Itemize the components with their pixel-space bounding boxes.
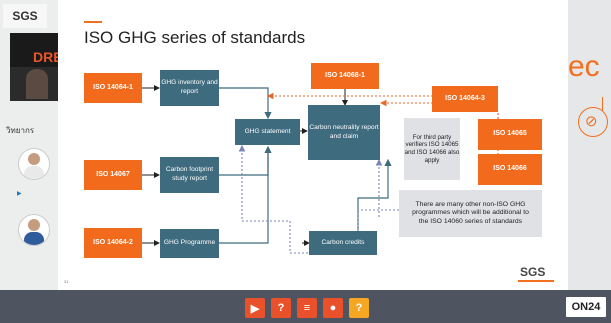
title-accent-line [84,21,102,23]
slide-title: ISO GHG series of standards [84,28,306,47]
iso-14064-2-box: ISO 14064-2 [84,228,142,258]
ghg-statement-box: GHG statement [235,119,300,145]
play-arrow-icon: ▶ [17,191,22,197]
media-player-icon[interactable]: ▶ [245,298,265,318]
carbon-footprint-box: Carbon footprint study report [160,157,219,193]
video-person [26,69,48,99]
sgs-logo: SGS [3,4,47,28]
third-party-note-box: For third party verifiers ISO 14065 and … [404,118,460,180]
ghg-programme-box: GHG Programme [160,229,219,258]
iso-14064-3-box: ISO 14064-3 [432,86,498,112]
iso-14066-box: ISO 14066 [478,154,542,185]
satellite-dish-icon: ⊘ [578,107,608,137]
speaker-avatar-2[interactable] [18,214,50,246]
speaker-label: วิทยากร [6,126,35,135]
ghg-inventory-box: GHG inventory and report [160,70,219,106]
iso-14064-1-box: ISO 14064-1 [84,73,142,103]
carbon-neutrality-box: Carbon neutrality report and claim [308,105,380,160]
right-panel-text: ec [568,50,600,83]
iso-14068-1-box: ISO 14068-1 [311,63,379,89]
other-programmes-note-box: There are many other non-ISO GHG program… [399,190,542,237]
carbon-credits-box: Carbon credits [309,231,377,255]
resources-list-icon[interactable]: ≡ [297,298,317,318]
right-panel: ec ⊘ [568,0,611,290]
qa-chat-icon[interactable]: ? [271,298,291,318]
sgs-footer-logo: SGS [520,265,546,279]
help-icon[interactable]: ? [349,298,369,318]
left-sidebar: SGS DRE วิทยากร ▶ [0,0,58,323]
on24-logo: ON24 [566,297,606,317]
video-banner-text: DRE [33,49,58,65]
speaker-bio-icon[interactable]: ● [323,298,343,318]
sgs-footer-line [518,280,554,282]
slide-page-number: 31 [64,279,69,284]
iso-14067-box: ISO 14067 [84,160,142,190]
video-banner: DRE [10,33,58,67]
right-panel-line [602,97,603,111]
speaker-avatar-1[interactable] [18,148,50,180]
iso-14065-box: ISO 14065 [478,119,542,150]
speaker-video[interactable]: DRE [10,33,58,101]
presentation-slide: ISO GHG series of standards [58,0,568,290]
